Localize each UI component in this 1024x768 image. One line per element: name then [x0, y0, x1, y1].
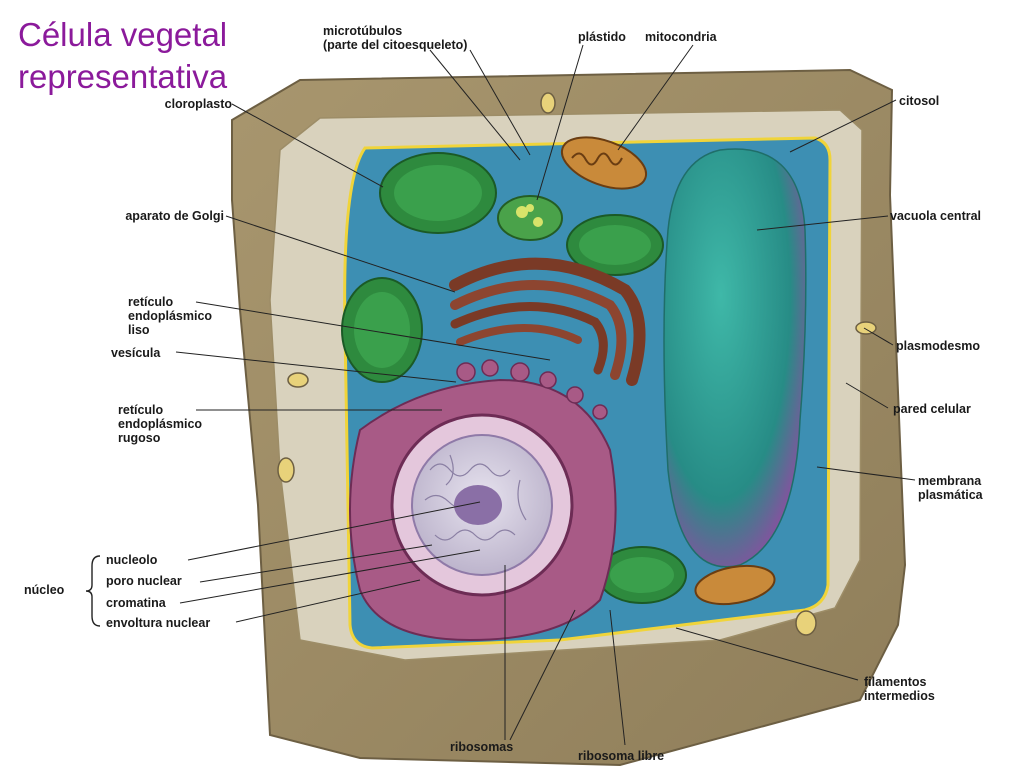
- title-line-1: Célula vegetal: [18, 16, 228, 53]
- label-rer: retículo endoplásmico rugoso: [118, 403, 203, 445]
- golgi-shape: [449, 257, 646, 386]
- plastid-shape: [497, 195, 563, 241]
- label-ribosomas: ribosomas: [450, 740, 514, 754]
- leader-lines: [175, 44, 916, 746]
- label-mitocondria: mitocondria: [645, 30, 717, 44]
- label-vacuola: vacuola central: [890, 209, 982, 223]
- label-ribosoma-libre: ribosoma libre: [578, 749, 665, 763]
- label-plastido: plástido: [578, 30, 626, 44]
- diagram-title: Célula vegetal representativa: [18, 14, 227, 98]
- label-envoltura: envoltura nuclear: [106, 616, 211, 630]
- label-vesicula: vesícula: [111, 346, 161, 360]
- label-cromatina: cromatina: [106, 596, 166, 610]
- plasmodesmata: [277, 92, 877, 636]
- label-nucleolo: nucleolo: [106, 553, 158, 567]
- label-golgi: aparato de Golgi: [125, 209, 224, 223]
- label-pared: pared celular: [893, 402, 971, 416]
- label-rel: retículo endoplásmico liso: [128, 295, 213, 337]
- nucleolus-shape: [454, 485, 502, 525]
- nucleus-brace: [85, 555, 101, 627]
- er-tubes: [456, 359, 608, 420]
- label-nucleo: núcleo: [24, 583, 65, 597]
- chromatin-strands: [424, 454, 527, 541]
- label-microtubulos: microtúbulos (parte del citoesqueleto): [323, 24, 468, 52]
- label-cloroplasto: cloroplasto: [164, 97, 232, 111]
- mitochondria-shapes: [560, 136, 776, 606]
- chloroplast-shapes: [341, 152, 687, 604]
- title-line-2: representativa: [18, 58, 228, 95]
- label-filamentos: filamentos intermedios: [864, 675, 935, 703]
- label-plasmodesmo: plasmodesmo: [896, 339, 981, 353]
- label-poro: poro nuclear: [106, 574, 182, 588]
- label-membrana: membrana plasmática: [918, 474, 983, 502]
- label-citosol: citosol: [899, 94, 940, 108]
- vacuole-shape: [663, 148, 807, 568]
